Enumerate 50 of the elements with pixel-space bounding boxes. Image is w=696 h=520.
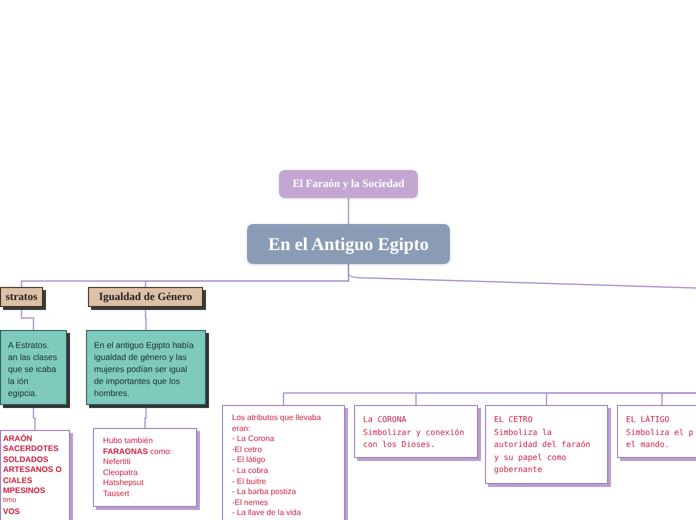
node-text: - La barba postiza	[232, 487, 298, 498]
topic-box	[247, 224, 450, 264]
node-text: Igualdad de Género	[98, 290, 192, 305]
list-box	[0, 430, 70, 520]
connector-line	[144, 405, 147, 428]
node-text: El Faraón y la Sociedad	[292, 176, 404, 192]
node-text: Hatshepsut	[103, 478, 144, 489]
description-box	[0, 330, 67, 405]
node-text: Cleopatra	[103, 468, 139, 478]
node-text: - La llave de la vida	[232, 508, 302, 519]
connector-line	[348, 264, 696, 290]
list-box	[222, 405, 345, 520]
node-text: ARAÓN	[3, 434, 34, 444]
node-text: EL LÁTIGO	[626, 414, 670, 426]
node-text: MPESINOS	[3, 486, 46, 496]
node-text: Tausert	[103, 488, 130, 500]
node-text: - El buitre	[232, 476, 268, 488]
node-text: - El látigo	[232, 455, 266, 466]
node-text: - La cobra	[232, 466, 270, 477]
node-text: Nefertiti	[103, 457, 132, 468]
node-text: ARTESANOS O	[3, 465, 63, 476]
node-text: - La Corona	[232, 434, 276, 445]
note-box	[354, 405, 478, 458]
node-text: VOS	[3, 506, 21, 518]
node-text: En el Antiguo Egipto	[268, 232, 429, 256]
node-text: Simboliza la autoridad del faraón y su papel como gobernante	[494, 426, 592, 476]
heading-box	[0, 287, 43, 307]
node-text: CIALES	[3, 476, 34, 486]
node-text: EL CETRO	[494, 414, 534, 426]
note-box	[617, 405, 696, 458]
connector-line	[661, 392, 696, 405]
node-text: Los atributos que llevaba eran:	[232, 413, 322, 434]
list-box	[93, 428, 197, 507]
node-text: SACERDOTES	[3, 444, 60, 455]
node-text: -El cetro	[232, 444, 263, 456]
node-text: SOLDADOS	[3, 454, 50, 466]
node-text: En el antiguo Egipto había igualdad de género y las mujeres podían ser igual de importantes que los hombres.	[94, 339, 195, 399]
connector-line	[348, 198, 350, 224]
node-text: stratos	[6, 290, 38, 305]
connector-line	[20, 307, 34, 330]
heading-box	[88, 287, 203, 307]
title-box	[279, 170, 418, 198]
node-text: La CORONA	[363, 414, 408, 426]
note-box	[485, 405, 608, 484]
node-text: -El nemes	[232, 498, 270, 508]
node-text: A Estratos. an las clases que se icaba la ión egipcia.	[8, 339, 58, 399]
node-text: Hubo también FARAONAS como:	[103, 436, 173, 458]
node-text: Simbolizar y conexión con los Dioses.	[363, 426, 466, 451]
node-text: Simboliza el p el mando.	[626, 426, 694, 451]
description-box	[86, 330, 206, 405]
